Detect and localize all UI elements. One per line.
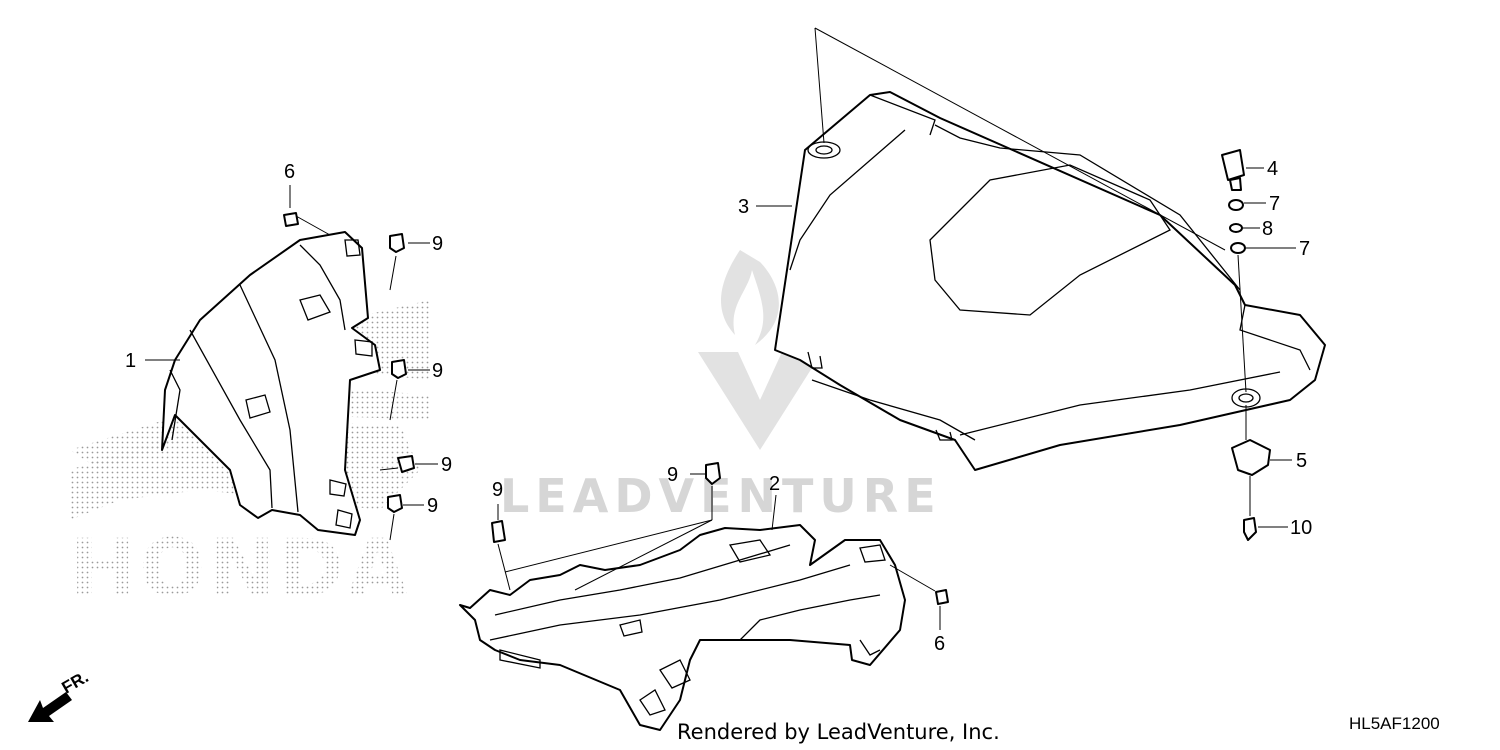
callout-8: 8 xyxy=(1262,218,1273,240)
part-3-hood-cover xyxy=(774,91,1326,471)
front-direction-arrow: FR. xyxy=(28,667,92,722)
callout-7-b: 7 xyxy=(1299,238,1310,260)
fastener-6-bottom xyxy=(935,589,949,605)
callout-5: 5 xyxy=(1296,450,1307,472)
part-8-washer xyxy=(1229,223,1243,233)
part-2-lower-panel xyxy=(459,524,906,731)
callout-3: 3 xyxy=(738,196,749,218)
callout-labels: 1 6 9 9 9 9 9 9 2 6 3 4 7 8 7 5 10 xyxy=(125,158,1312,655)
front-arrow-icon xyxy=(28,692,72,722)
diagram-code: HL5AF1200 xyxy=(1349,714,1440,733)
callout-1: 1 xyxy=(125,350,136,372)
leader-lines xyxy=(145,27,1296,630)
part-7-washer-a xyxy=(1228,199,1244,211)
callout-10: 10 xyxy=(1290,517,1312,539)
callout-9-c: 9 xyxy=(441,454,452,476)
callout-2: 2 xyxy=(769,473,780,495)
render-credit: Rendered by LeadVenture, Inc. xyxy=(677,720,1000,744)
fastener-6-top xyxy=(283,212,299,227)
fastener-9-a xyxy=(389,233,405,253)
callout-9-b: 9 xyxy=(432,360,443,382)
callout-6-top: 6 xyxy=(284,161,295,183)
fasteners xyxy=(283,149,1271,605)
part-4-key xyxy=(1221,149,1245,181)
part-5-clip xyxy=(1231,439,1271,476)
fastener-9-e xyxy=(705,462,721,485)
callout-9-a: 9 xyxy=(432,233,443,255)
callout-9-e: 9 xyxy=(667,464,678,486)
fastener-9-b xyxy=(391,359,407,379)
fastener-9-c xyxy=(397,455,415,473)
part-10-screw xyxy=(1243,517,1257,541)
callout-9-d: 9 xyxy=(427,495,438,517)
fastener-9-d xyxy=(387,494,403,513)
fastener-9-f xyxy=(491,520,506,543)
callout-6-bottom: 6 xyxy=(934,633,945,655)
part-7-washer-b xyxy=(1230,242,1246,254)
callout-9-f: 9 xyxy=(492,479,503,501)
honda-background-text: HONDA xyxy=(70,524,412,614)
part-1-side-panel xyxy=(161,231,381,536)
callout-4: 4 xyxy=(1267,158,1278,180)
front-arrow-label: FR. xyxy=(59,667,92,697)
callout-7-a: 7 xyxy=(1269,193,1280,215)
